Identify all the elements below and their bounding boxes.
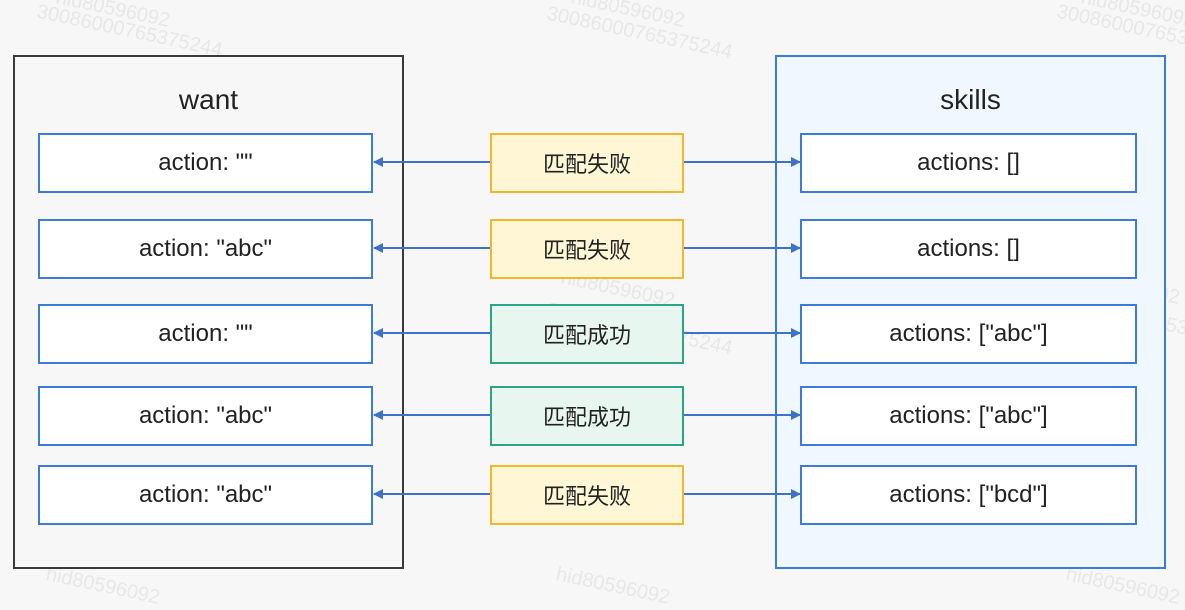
match-result-badge: 匹配失败 [490,465,684,525]
want-action-label: action: "abc" [138,402,273,429]
skills-actions-label: actions: [] [917,149,1020,176]
match-result-badge: 匹配失败 [490,219,684,279]
want-action-box: action: "" [38,133,373,193]
match-result-label: 匹配失败 [542,153,631,178]
skills-actions-box: actions: ["bcd"] [800,465,1137,525]
skills-actions-label: actions: [] [917,235,1020,262]
match-result-label: 匹配失败 [542,239,631,264]
want-action-box: action: "" [38,304,373,364]
skills-actions-box: actions: [] [800,219,1137,279]
match-result-label: 匹配成功 [542,406,631,431]
match-result-badge: 匹配成功 [490,304,684,364]
want-action-label: action: "" [158,320,253,347]
want-action-box: action: "abc" [38,386,373,446]
skills-actions-label: actions: ["abc"] [889,320,1048,347]
want-action-label: action: "abc" [138,481,273,508]
match-result-badge: 匹配成功 [490,386,684,446]
want-action-label: action: "abc" [138,235,273,262]
skills-actions-box: actions: [] [800,133,1137,193]
skills-actions-box: actions: ["abc"] [800,386,1137,446]
want-action-box: action: "abc" [38,219,373,279]
want-action-label: action: "" [158,149,253,176]
skills-actions-label: actions: ["abc"] [889,402,1048,429]
match-result-label: 匹配失败 [542,485,631,510]
match-result-badge: 匹配失败 [490,133,684,193]
match-result-label: 匹配成功 [542,324,631,349]
want-action-box: action: "abc" [38,465,373,525]
skills-title: skills [940,84,1001,115]
skills-actions-label: actions: ["bcd"] [889,481,1048,508]
skills-actions-box: actions: ["abc"] [800,304,1137,364]
want-title: want [178,84,239,115]
